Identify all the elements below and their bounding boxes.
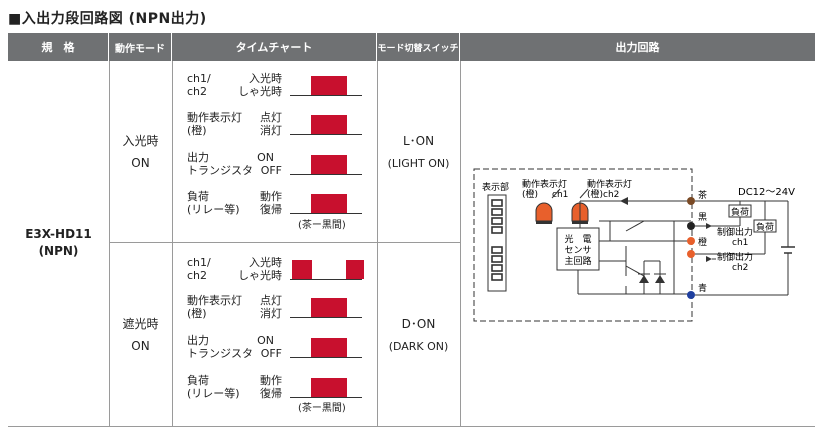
signal-state-low: OFF	[260, 164, 282, 177]
signal-name: 出力	[187, 334, 209, 347]
signal-name: (橙)	[187, 307, 207, 320]
signal-name: トランジスタ	[187, 347, 253, 360]
wire-black-label: 黒	[698, 212, 707, 223]
control-output2-channel: ch2	[732, 263, 748, 273]
chart-bar	[311, 115, 347, 134]
mode-light-on-label: 入光時	[122, 134, 159, 148]
signal-name: (リレー等)	[187, 387, 240, 400]
terminal-black	[687, 222, 695, 230]
section-title: ■入出力段回路図 (NPN出力)	[8, 11, 207, 27]
signal-state-high: ON	[257, 334, 274, 347]
signal-state-high: ON	[257, 151, 274, 164]
indicator-lamp-ch1	[535, 202, 553, 222]
switch-dark-on: D･ON	[401, 317, 436, 331]
signal-name: ch2	[187, 269, 208, 282]
signal-state-low: 復帰	[260, 387, 282, 400]
signal-state-high: 動作	[260, 190, 282, 203]
indicator1-color: (橙)	[522, 188, 538, 200]
signal-name: ch2	[187, 85, 208, 98]
signal-state-high: 点灯	[260, 294, 282, 307]
display-label: 表示部	[482, 181, 509, 193]
chart-bar	[311, 194, 347, 213]
signal-name: 動作表示灯	[187, 111, 242, 124]
header-spec: 規 格	[8, 33, 109, 61]
indicator2-label: 動作表示灯	[587, 178, 632, 190]
terminal-blue	[687, 291, 695, 299]
header-switch: モード切替スイッチ	[377, 33, 460, 61]
chart-bar	[292, 260, 312, 279]
switch-dark-on-en: (DARK ON)	[388, 340, 449, 353]
signal-state-low: 復帰	[260, 203, 282, 216]
indicator1-channel: ch1	[552, 190, 568, 200]
signal-state-low: 消灯	[260, 124, 282, 137]
timechart-note: (茶ー黒間)	[298, 403, 346, 414]
signal-state-high: 動作	[260, 374, 282, 387]
chart-bar	[311, 76, 347, 95]
mode-light-on-state: ON	[131, 156, 150, 170]
signal-name: (リレー等)	[187, 203, 240, 216]
switch-light-on-en: (LIGHT ON)	[387, 157, 450, 170]
chart-bar	[311, 298, 347, 317]
wire-orange-label: 橙	[698, 236, 707, 248]
mode-dark-on-label: 遮光時	[122, 317, 159, 331]
terminal-brown	[687, 197, 695, 205]
model-type: (NPN)	[38, 244, 79, 258]
indicator1-label: 動作表示灯	[522, 178, 567, 190]
output-circuit-diagram: 表示部 動作表示灯 (橙) ch1 動作表示灯 (橙)ch2 光 電 センサ 主…	[473, 168, 795, 322]
signal-state-low: しゃ光時	[238, 269, 282, 282]
header-mode: 動作モード	[109, 33, 172, 61]
load-ch1: 負荷	[731, 206, 749, 218]
signal-state-low: 消灯	[260, 307, 282, 320]
signal-name: トランジスタ	[187, 164, 253, 177]
signal-state-high: 点灯	[260, 111, 282, 124]
main-circuit-label: 主回路	[564, 255, 591, 267]
control-output1-label: 制御出力	[717, 226, 753, 238]
indicator2-color: (橙)ch2	[587, 188, 619, 200]
signal-name: 負荷	[187, 190, 209, 203]
wire-blue-label: 青	[698, 282, 707, 294]
signal-name: ch1/	[187, 72, 211, 85]
header-circuit: 出力回路	[460, 33, 815, 61]
signal-state-low: OFF	[260, 347, 282, 360]
wire-brown-label: 茶	[698, 189, 707, 201]
header-timechart: タイムチャート	[172, 33, 377, 61]
timechart-note: (茶ー黒間)	[298, 220, 346, 231]
signal-name: 動作表示灯	[187, 294, 242, 307]
supply-voltage: DC12～24V	[738, 187, 795, 198]
signal-state-high: 入光時	[249, 256, 282, 269]
signal-name: ch1/	[187, 256, 211, 269]
model-name: E3X-HD11	[25, 227, 92, 241]
chart-bar	[311, 378, 347, 397]
signal-name: 負荷	[187, 374, 209, 387]
control-output2-label: 制御出力	[717, 251, 753, 263]
signal-name: 出力	[187, 151, 209, 164]
switch-light-on: L･ON	[402, 134, 435, 148]
table-body	[8, 61, 815, 427]
main-circuit-label: 光 電	[564, 233, 591, 245]
signal-name: (橙)	[187, 124, 207, 137]
signal-state-high: 入光時	[249, 72, 282, 85]
chart-bar	[311, 338, 347, 357]
signal-state-low: しゃ光時	[238, 85, 282, 98]
terminal-orange-2	[687, 250, 695, 258]
chart-bar	[346, 260, 364, 279]
terminal-orange	[687, 237, 695, 245]
main-circuit-label: センサ	[564, 245, 591, 256]
load-ch2: 負荷	[756, 221, 774, 233]
mode-dark-on-state: ON	[131, 339, 150, 353]
chart-bar	[311, 155, 347, 174]
control-output1-channel: ch1	[732, 238, 748, 248]
